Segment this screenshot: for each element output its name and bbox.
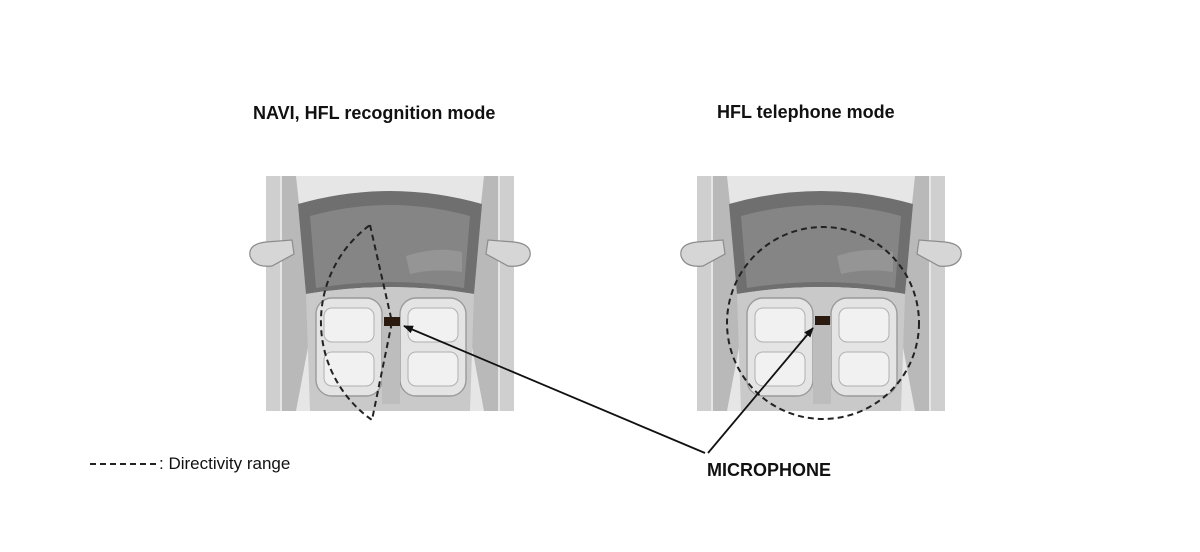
- right-directivity-range: [726, 226, 920, 420]
- right-microphone-arrow: [707, 327, 814, 454]
- car-right: [680, 175, 962, 412]
- right-microphone: [815, 316, 830, 325]
- dashed-line-legend-icon: [90, 463, 156, 465]
- left-directivity-range: [319, 224, 394, 422]
- legend-text: : Directivity range: [159, 454, 291, 473]
- left-panel-title: NAVI, HFL recognition mode: [253, 103, 496, 123]
- right-panel-title: HFL telephone mode: [717, 102, 895, 122]
- microphone-label: MICROPHONE: [707, 460, 832, 480]
- legend: : Directivity range: [90, 454, 290, 474]
- car-left: [249, 175, 531, 412]
- left-microphone: [384, 317, 400, 326]
- left-microphone-arrow: [403, 325, 706, 454]
